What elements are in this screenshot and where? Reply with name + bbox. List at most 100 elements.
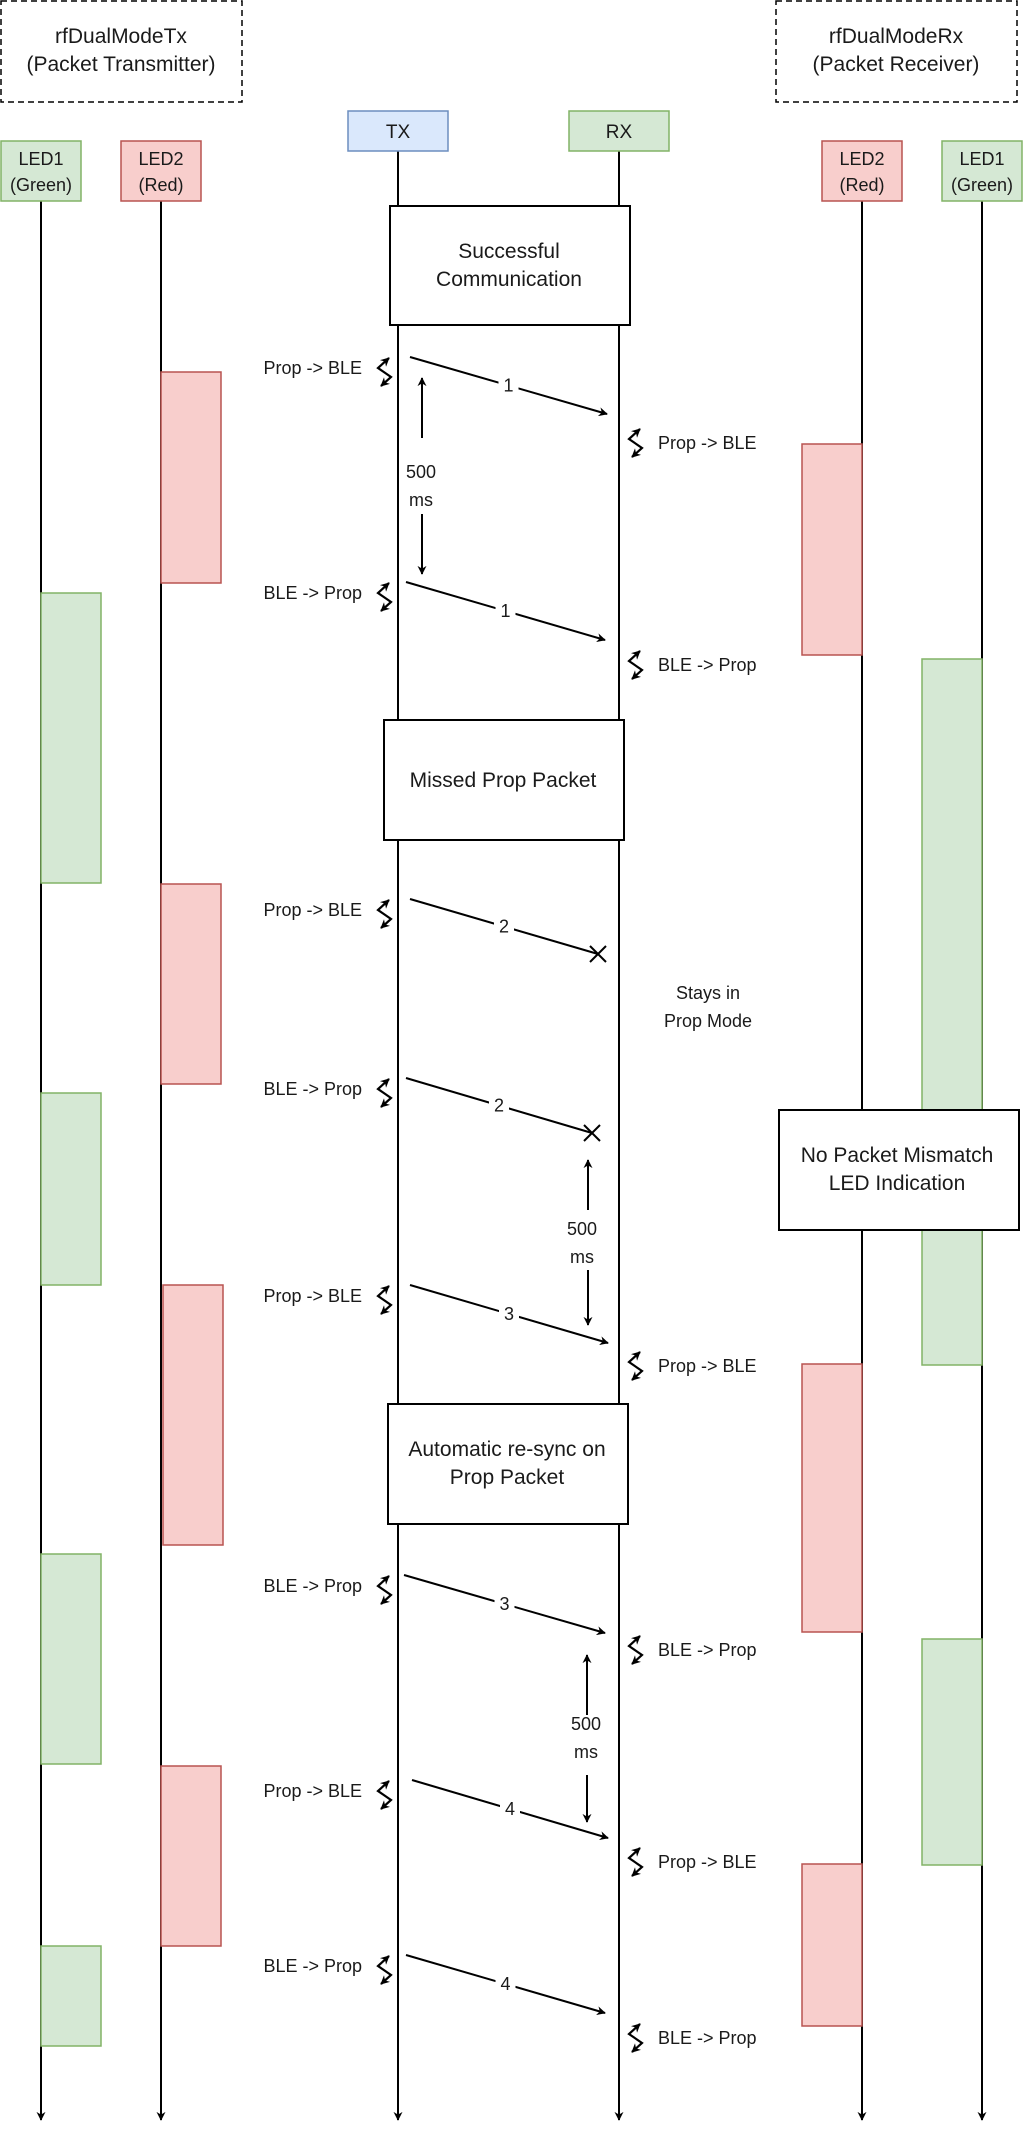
section-successful: Successful Communication <box>389 205 631 326</box>
lost-marker <box>583 1124 601 1142</box>
timing-500ms-3: 500 ms <box>571 1654 601 1823</box>
rx-mode-switch-icon <box>627 650 644 680</box>
section-missed-line1: Missed Prop Packet <box>410 769 597 792</box>
message-3: 2 Prop -> BLE <box>263 898 607 963</box>
tx-mode-switch-icon <box>376 357 393 387</box>
rx-name: RX <box>606 122 633 143</box>
section-successful-line2: Communication <box>436 268 582 291</box>
tx-led1-on-3 <box>40 1553 102 1765</box>
tx-mode-switch-label: BLE -> Prop <box>263 583 362 603</box>
stays-in-prop-mode-note: Stays in Prop Mode <box>664 983 752 1031</box>
message-label-bg <box>495 599 516 621</box>
lost-marker <box>589 945 607 963</box>
message-number: 1 <box>500 601 510 621</box>
rx-led1-name: LED1 <box>959 149 1004 169</box>
rx-led1-on-2 <box>921 1638 983 1866</box>
message-number: 3 <box>499 1594 509 1614</box>
rx-led2-name: LED2 <box>839 149 884 169</box>
tx-mode-switch-label: Prop -> BLE <box>263 900 362 920</box>
rx-mode-switch-icon <box>627 1847 644 1877</box>
message-number: 2 <box>494 1096 504 1116</box>
lifeline-head-tx-led1: LED1 (Green) <box>0 140 82 202</box>
tx-app-title: rfDualModeTx <box>55 25 187 48</box>
tx-mode-switch-icon <box>376 582 393 612</box>
tx-mode-switch-label: Prop -> BLE <box>263 1286 362 1306</box>
message-label-bg <box>500 1797 520 1819</box>
message-label-bg <box>495 1972 516 1994</box>
rx-led2-color: (Red) <box>839 175 884 195</box>
timing-value: 500 <box>406 462 436 482</box>
tx-led2-on-1 <box>160 371 222 584</box>
tx-led1-color: (Green) <box>10 175 72 195</box>
message-number: 4 <box>500 1974 510 1994</box>
rx-mode-switch-label: Prop -> BLE <box>658 1852 757 1872</box>
message-number: 4 <box>505 1799 515 1819</box>
message-label-bg <box>494 914 514 937</box>
tx-led-activations <box>40 371 224 2047</box>
timing-unit: ms <box>409 490 433 510</box>
tx-mode-switch-icon <box>376 1780 393 1810</box>
tx-led1-on-4 <box>40 1945 102 2047</box>
rx-mode-switch-icon <box>627 1351 644 1381</box>
tx-mode-switch-icon <box>376 1285 393 1315</box>
lifeline-head-tx-led2: LED2 (Red) <box>120 140 202 202</box>
message-label-bg <box>498 373 519 396</box>
timing-unit: ms <box>570 1247 594 1267</box>
rx-mode-switch-label: BLE -> Prop <box>658 1640 757 1660</box>
timing-unit: ms <box>574 1742 598 1762</box>
tx-led2-on-4 <box>160 1765 222 1947</box>
stays-note-line2: Prop Mode <box>664 1011 752 1031</box>
tx-mode-switch-label: BLE -> Prop <box>263 1576 362 1596</box>
tx-mode-switch-icon <box>376 1575 393 1605</box>
section-no-mismatch: No Packet Mismatch LED Indication <box>778 1109 1020 1231</box>
rx-mode-switch-label: Prop -> BLE <box>658 1356 757 1376</box>
tx-mode-switch-label: Prop -> BLE <box>263 1781 362 1801</box>
tx-led1-on-2 <box>40 1092 102 1286</box>
tx-led2-name: LED2 <box>138 149 183 169</box>
tx-name: TX <box>386 122 411 143</box>
timing-500ms-2: 500 ms <box>567 1159 597 1326</box>
timing-value: 500 <box>571 1714 601 1734</box>
timing-500ms-1: 500 ms <box>406 377 436 575</box>
tx-led2-color: (Red) <box>138 175 183 195</box>
message-number: 2 <box>499 917 509 937</box>
rx-mode-switch-icon <box>627 2023 644 2053</box>
stays-note-line1: Stays in <box>676 983 740 1003</box>
message-number: 3 <box>504 1304 514 1324</box>
tx-mode-switch-label: Prop -> BLE <box>263 358 362 378</box>
lifeline-head-rx-led1: LED1 (Green) <box>941 140 1023 202</box>
message-4: 2 BLE -> Prop <box>263 1077 601 1142</box>
tx-app-subtitle: (Packet Transmitter) <box>26 53 215 76</box>
rx-mode-switch-icon <box>627 1635 644 1665</box>
tx-mode-switch-label: BLE -> Prop <box>263 1079 362 1099</box>
section-successful-line1: Successful <box>458 240 560 263</box>
rx-app-title: rfDualModeRx <box>829 25 964 48</box>
section-no-mismatch-line2: LED Indication <box>829 1172 966 1195</box>
tx-mode-switch-icon <box>376 899 393 929</box>
lifeline-head-tx: TX <box>347 110 449 152</box>
tx-led1-on-1 <box>40 592 102 884</box>
timing-value: 500 <box>567 1219 597 1239</box>
rx-led2-on-1 <box>801 443 863 656</box>
rx-mode-switch-label: Prop -> BLE <box>658 433 757 453</box>
rx-mode-switch-label: BLE -> Prop <box>658 2028 757 2048</box>
lifeline-head-rx-led2: LED2 (Red) <box>821 140 903 202</box>
rx-led2-on-3 <box>801 1863 863 2027</box>
rx-mode-switch-icon <box>627 428 644 458</box>
lifeline-head-rx: RX <box>568 110 670 152</box>
section-resync-line1: Automatic re-sync on <box>408 1438 605 1461</box>
tx-mode-switch-icon <box>376 1955 393 1985</box>
rx-led1-on-1 <box>921 658 983 1366</box>
message-label-bg <box>489 1093 509 1116</box>
section-no-mismatch-line1: No Packet Mismatch <box>801 1144 994 1167</box>
message-label-bg <box>494 1592 515 1614</box>
message-number: 1 <box>503 376 513 396</box>
rx-led2-on-2 <box>801 1363 863 1633</box>
